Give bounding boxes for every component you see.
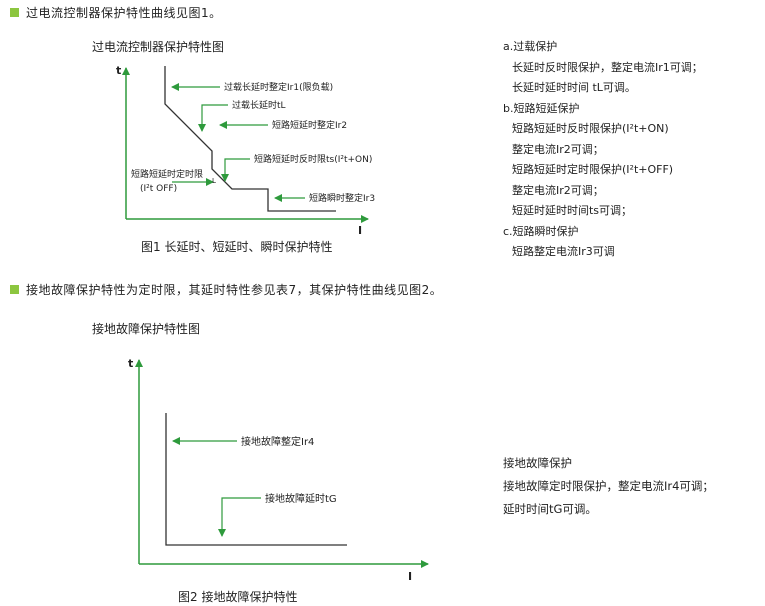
note-b-2: 整定电流Ir2可调；: [512, 142, 604, 156]
diagram1-title: 过电流控制器保护特性图: [92, 40, 225, 54]
short-definite-label-2: (I²t OFF): [140, 184, 177, 194]
note-a-1: 长延时反时限保护，整定电流Ir1可调；: [512, 60, 703, 74]
ground-fault-curve: [165, 413, 347, 546]
ground-note-heading: 接地故障保护: [503, 456, 572, 470]
ground-time-label: 接地故障延时tG: [265, 492, 337, 505]
note-a-2: 长延时延时时间 tL可调。: [512, 81, 636, 94]
section1-bullet: [10, 8, 19, 17]
note-b-4: 整定电流Ir2可调；: [512, 183, 604, 197]
diagram1: t I 过载长延时整定Ir1(限负载) 过载长延时tL 短路短延时整定Ir2 短…: [116, 64, 375, 237]
diagram2: t I 接地故障整定Ir4 接地故障延时tG: [128, 357, 429, 583]
note-b-3: 短路短延时定时限保护(I²t+OFF): [512, 163, 674, 176]
ground-note-2: 延时时间tG可调。: [503, 502, 597, 516]
overload-current-label: 过载长延时整定Ir1(限负载): [224, 81, 333, 93]
short-inverse-arrow: [221, 158, 250, 182]
overload-time-arrow: [198, 104, 228, 132]
section2-notes: 接地故障保护 接地故障定时限保护，整定电流Ir4可调； 延时时间tG可调。: [503, 452, 714, 521]
section1-heading: 过电流控制器保护特性曲线见图1。: [26, 6, 222, 20]
diagram1-caption: 图1 长延时、短延时、瞬时保护特性: [141, 240, 333, 254]
ground-note-1: 接地故障定时限保护，整定电流Ir4可调；: [503, 479, 714, 493]
ground-current-label: 接地故障整定Ir4: [241, 435, 314, 448]
note-a-heading: a.过载保护: [503, 40, 558, 53]
axis-i-label-2: I: [408, 570, 412, 583]
overload-time-label: 过载长延时tL: [232, 99, 286, 111]
section2-bullet: [10, 285, 19, 294]
short-inverse-label: 短路短延时反时限ts(I²t+ON): [254, 153, 372, 165]
ground-time-arrow: [218, 497, 261, 537]
instant-label: 短路瞬时整定Ir3: [309, 192, 375, 204]
short-definite-label-1: 短路短延时定时限: [131, 168, 203, 180]
short-current-label: 短路短延时整定Ir2: [272, 119, 347, 131]
note-b-heading: b.短路短延保护: [503, 101, 580, 115]
axis-t-label: t: [116, 64, 121, 77]
diagram2-title: 接地故障保护特性图: [92, 322, 201, 336]
note-c-heading: c.短路瞬时保护: [503, 224, 579, 238]
note-c-1: 短路整定电流Ir3可调: [512, 245, 615, 258]
axis-t-label-2: t: [128, 357, 133, 370]
section2-heading: 接地故障保护特性为定时限，其延时特性参见表7，其保护特性曲线见图2。: [26, 283, 443, 297]
axis-i-label: I: [358, 224, 362, 237]
section1-notes: a.过载保护 长延时反时限保护，整定电流Ir1可调； 长延时延时时间 tL可调。…: [503, 37, 703, 263]
note-b-1: 短路短延时反时限保护(I²t+ON): [512, 122, 669, 135]
diagram2-caption: 图2 接地故障保护特性: [178, 590, 298, 604]
small-mark: L: [212, 177, 216, 185]
note-b-5: 短延时延时时间ts可调；: [512, 204, 633, 217]
